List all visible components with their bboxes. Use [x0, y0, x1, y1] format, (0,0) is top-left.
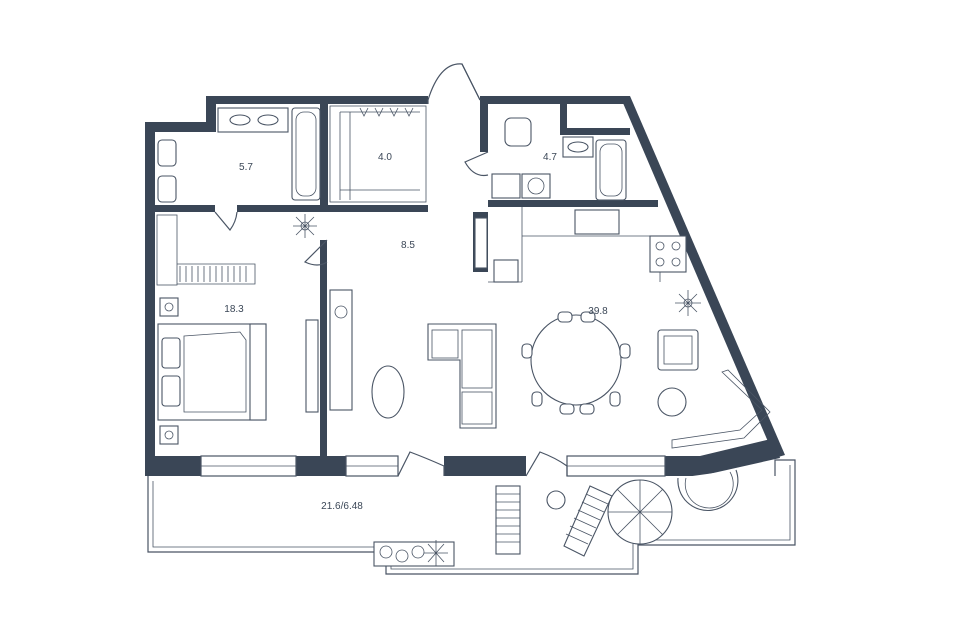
terrace-outline	[147, 459, 796, 575]
room-area-label: 18.3	[224, 304, 244, 315]
room-area-label: 4.7	[543, 152, 557, 163]
wardrobe	[329, 105, 427, 203]
room-area-label: 39.8	[588, 306, 608, 317]
room-area-label: 21.6/6.48	[321, 501, 363, 512]
hall	[293, 214, 488, 269]
bathroom-1	[157, 107, 321, 203]
windows	[200, 455, 666, 477]
living-kitchen	[329, 207, 771, 449]
plant-icon	[293, 214, 317, 238]
umbrella-icon	[607, 479, 673, 545]
bedroom	[156, 214, 319, 445]
doors	[214, 63, 568, 477]
plant-icon	[675, 290, 701, 316]
room-area-label: 5.7	[239, 162, 253, 173]
room-area-label: 4.0	[378, 152, 392, 163]
room-area-label: 8.5	[401, 240, 415, 251]
terrace	[373, 469, 739, 567]
terrace-inner-outline	[152, 465, 791, 570]
bathroom-2	[491, 117, 627, 201]
area-labels: 5.7 4.0 4.7 8.5 18.3 39.8 21.6/6.48	[224, 152, 608, 512]
